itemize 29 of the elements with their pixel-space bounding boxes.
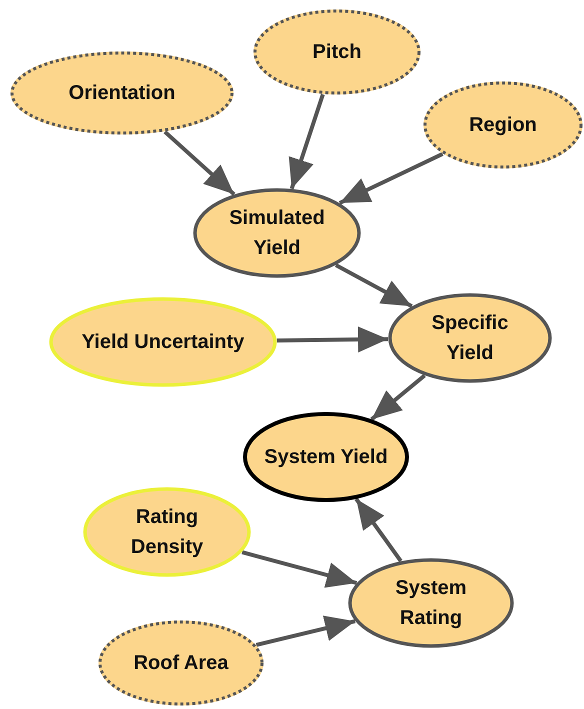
arrow xyxy=(334,263,413,308)
arrow xyxy=(164,130,236,196)
node-label: Yield Uncertainty xyxy=(82,330,244,355)
variable-node xyxy=(82,486,252,578)
node-label: Specific Yield xyxy=(430,311,510,366)
variable-node xyxy=(387,292,553,384)
node-label: Region xyxy=(469,113,537,138)
node-label: Orientation xyxy=(68,81,176,106)
arrow xyxy=(354,498,402,562)
arrow xyxy=(256,616,356,647)
arrow xyxy=(338,152,444,205)
arrow xyxy=(288,94,325,190)
variable-node xyxy=(347,557,515,649)
variable-node xyxy=(422,80,584,170)
variable-node xyxy=(252,8,422,96)
variable-node xyxy=(192,187,362,279)
arrow xyxy=(276,326,388,352)
node-label: Rating Density xyxy=(130,505,204,560)
variable-node xyxy=(48,296,278,388)
node-label: Simulated Yield xyxy=(228,206,326,261)
node-label: Pitch xyxy=(312,40,362,65)
arrow xyxy=(370,374,426,421)
node-label: Roof Area xyxy=(134,651,228,676)
node-label: System Yield xyxy=(264,445,388,470)
variable-node xyxy=(242,411,410,503)
arrow xyxy=(242,550,358,588)
variable-node xyxy=(9,50,235,136)
variable-node xyxy=(97,619,265,707)
node-label: System Rating xyxy=(394,576,468,631)
